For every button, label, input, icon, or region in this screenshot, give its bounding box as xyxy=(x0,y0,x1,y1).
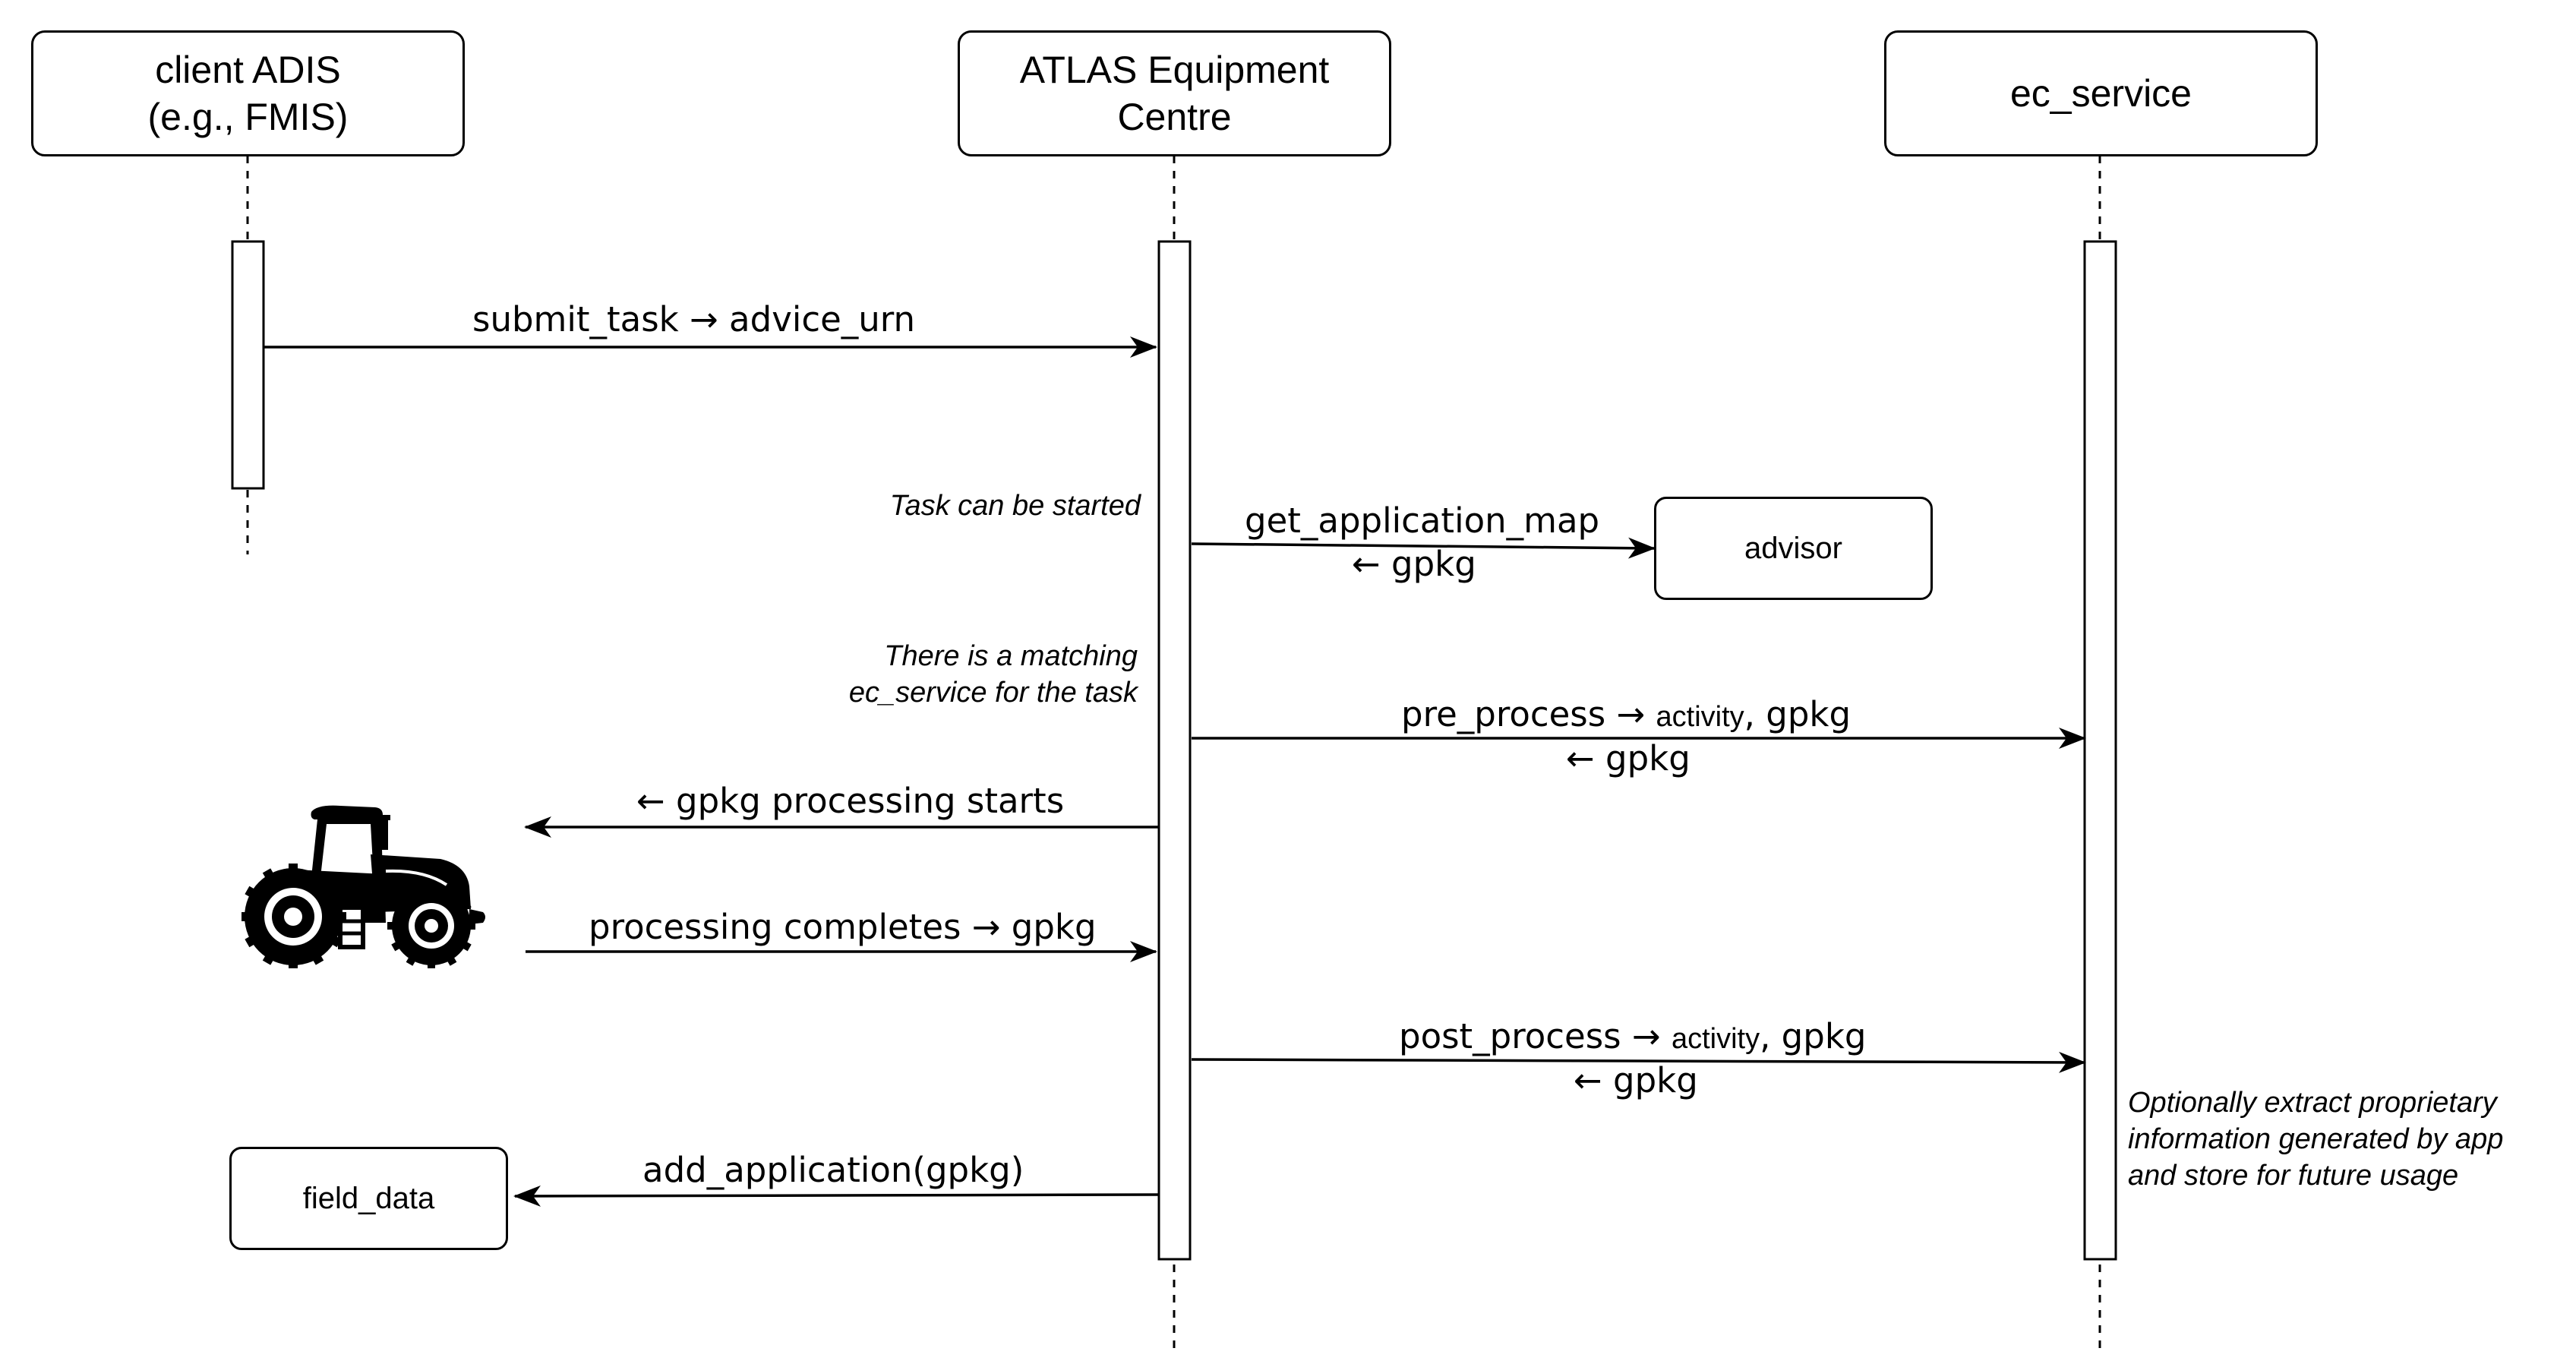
advisor-label: advisor xyxy=(1744,531,1842,565)
label-get-application-map-return: ← gpkg xyxy=(1352,544,1476,584)
participant-client-line1: client ADIS xyxy=(155,49,341,91)
advisor-box: advisor xyxy=(1654,497,1933,600)
activation-ec-service xyxy=(2083,240,2117,1261)
label-get-application-map: get_application_map xyxy=(1245,500,1600,541)
note-matching-ec-service: There is a matching ec_service for the t… xyxy=(849,638,1138,711)
rear-wheel xyxy=(242,864,346,968)
label-pre-process-return: ← gpkg xyxy=(1566,738,1690,778)
note-optional-line1: Optionally extract proprietary xyxy=(2128,1087,2497,1119)
post-process-call: post_process → xyxy=(1399,1016,1672,1056)
participant-atlas-line2: Centre xyxy=(1117,96,1232,138)
pre-process-gpkg: , gpkg xyxy=(1744,694,1852,734)
participant-ec-service-label: ec_service xyxy=(2010,72,2192,115)
front-wheel xyxy=(387,882,475,968)
note-task-can-be-started: Task can be started xyxy=(889,490,1141,522)
label-post-process-return: ← gpkg xyxy=(1574,1060,1698,1100)
note-optionally-extract: Optionally extract proprietary informati… xyxy=(2128,1085,2503,1194)
arrow-add-application xyxy=(513,1185,1160,1207)
pre-process-activity: activity xyxy=(1656,701,1744,733)
participant-ec-service: ec_service xyxy=(1884,30,2318,156)
note-optional-line3: and store for future usage xyxy=(2128,1160,2459,1192)
label-submit-task: submit_task → advice_urn xyxy=(472,299,916,339)
tractor-icon xyxy=(242,805,485,968)
activation-atlas xyxy=(1157,240,1192,1261)
post-process-gpkg: , gpkg xyxy=(1760,1016,1867,1056)
label-post-process: post_process → activity, gpkg xyxy=(1399,1019,1866,1053)
participant-client-line2: (e.g., FMIS) xyxy=(147,96,349,138)
arrow-get-application-map xyxy=(1191,537,1656,559)
label-pre-process: pre_process → activity, gpkg xyxy=(1401,697,1851,731)
note-optional-line2: information generated by app xyxy=(2128,1123,2504,1155)
arrow-post-process xyxy=(1191,1051,2086,1073)
post-process-activity: activity xyxy=(1671,1023,1760,1055)
note-matching-line1: There is a matching xyxy=(884,640,1138,672)
field-data-box: field_data xyxy=(229,1147,508,1250)
activation-client xyxy=(231,240,265,490)
field-data-label: field_data xyxy=(302,1181,435,1215)
label-processing-completes: processing completes → gpkg xyxy=(589,907,1097,947)
label-add-application: add_application(gpkg) xyxy=(642,1150,1024,1190)
label-processing-starts: ← gpkg processing starts xyxy=(636,781,1065,821)
pre-process-call: pre_process → xyxy=(1401,694,1656,734)
note-matching-line2: ec_service for the task xyxy=(848,677,1138,709)
participant-atlas-equipment-centre: ATLAS Equipment Centre xyxy=(958,30,1391,156)
participant-atlas-line1: ATLAS Equipment xyxy=(1019,49,1330,91)
participant-client-adis: client ADIS (e.g., FMIS) xyxy=(31,30,465,156)
